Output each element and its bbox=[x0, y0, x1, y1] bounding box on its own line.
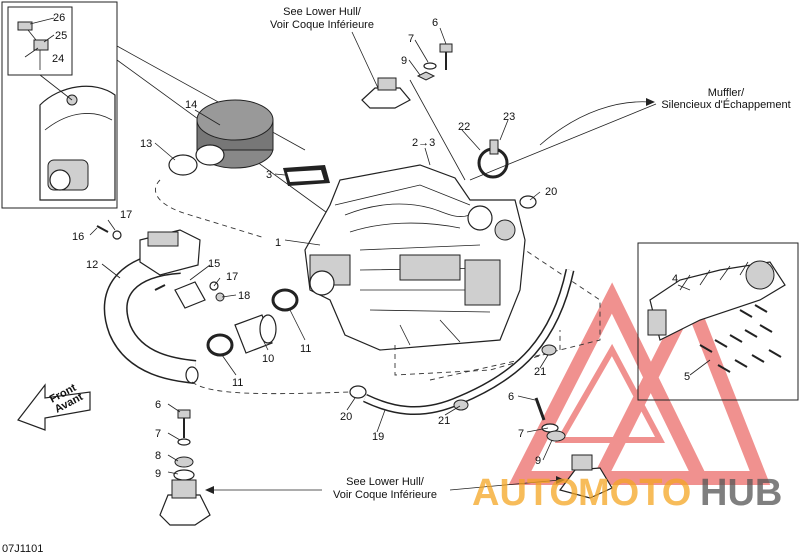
watermark-moto: MOTO bbox=[578, 472, 691, 514]
callout-26: 26 bbox=[53, 12, 65, 24]
callout-11-right: 11 bbox=[300, 343, 311, 355]
callout-5: 5 bbox=[684, 371, 690, 383]
watermark-auto: AUTO bbox=[472, 472, 579, 514]
callout-4: 4 bbox=[672, 273, 678, 285]
muffler-note-line1: Muffler/ bbox=[708, 87, 745, 99]
callout-14: 14 bbox=[185, 99, 197, 111]
callout-3: 3 bbox=[266, 169, 272, 181]
lower-hull-note-bottom-line2: Voir Coque Inférieure bbox=[333, 489, 437, 501]
callout-15: 15 bbox=[208, 258, 220, 270]
callout-21-left: 21 bbox=[438, 415, 450, 427]
callout-9-left: 9 bbox=[155, 468, 161, 480]
watermark-hub: HUB bbox=[700, 472, 782, 514]
callout-17-top: 17 bbox=[120, 209, 132, 221]
clamp bbox=[349, 385, 367, 399]
callout-6-top: 6 bbox=[432, 17, 438, 29]
callout-7-top: 7 bbox=[408, 33, 414, 45]
decal bbox=[283, 165, 330, 186]
callout-22: 22 bbox=[458, 121, 470, 133]
callout-leaders bbox=[24, 17, 711, 475]
callout-18: 18 bbox=[238, 290, 250, 302]
callout-1: 1 bbox=[275, 237, 281, 249]
dashed-guide bbox=[155, 179, 266, 239]
callout-25: 25 bbox=[55, 30, 67, 42]
intake-adapter bbox=[139, 229, 201, 276]
callout-21-right: 21 bbox=[534, 366, 546, 378]
callout-20-bottom: 20 bbox=[340, 411, 352, 423]
callout-6-left: 6 bbox=[155, 399, 161, 411]
callout-16: 16 bbox=[72, 231, 84, 243]
watermark-logo bbox=[508, 282, 771, 485]
callout-8: 8 bbox=[155, 450, 161, 462]
callout-labels: 1 2→3 3 4 5 6 6 6 7 7 7 8 9 9 9 10 11 11… bbox=[52, 12, 690, 480]
washer bbox=[416, 71, 436, 81]
callout-12: 12 bbox=[86, 259, 98, 271]
engine-block bbox=[304, 164, 526, 351]
bolt-set bbox=[699, 304, 782, 373]
bracket bbox=[174, 281, 206, 309]
leader-line bbox=[116, 45, 306, 151]
washer bbox=[112, 230, 122, 240]
engine-mount bbox=[361, 77, 411, 109]
clamp bbox=[519, 195, 537, 209]
exhaust-manifold bbox=[647, 260, 786, 341]
dashed-guide bbox=[429, 249, 601, 381]
lower-hull-note-top-line2: Voir Coque Inférieure bbox=[270, 19, 374, 31]
intake-sleeve bbox=[234, 314, 277, 354]
callout-9-right: 9 bbox=[535, 455, 541, 467]
air-filter bbox=[195, 99, 274, 169]
muffler-note-line2: Silencieux d'Échappement bbox=[661, 98, 790, 111]
callout-24: 24 bbox=[52, 53, 64, 65]
lower-hull-note-top-line1: See Lower Hull/ bbox=[283, 6, 362, 18]
dashed-guide bbox=[191, 381, 351, 395]
engine-mount bbox=[534, 397, 613, 499]
document-code: 07J1101 bbox=[2, 543, 43, 555]
bolt bbox=[439, 43, 453, 70]
callout-17-mid: 17 bbox=[226, 271, 238, 283]
manifold-box bbox=[637, 242, 799, 401]
intake-hose bbox=[103, 250, 197, 384]
callout-7-right: 7 bbox=[518, 428, 524, 440]
callout-2-3: 2→3 bbox=[412, 137, 435, 149]
lower-hull-note-bottom-line1: See Lower Hull/ bbox=[346, 476, 425, 488]
watermark-text: AUTO MOTO HUB bbox=[472, 472, 782, 514]
clamp bbox=[168, 154, 198, 176]
callout-23: 23 bbox=[503, 111, 515, 123]
washer bbox=[423, 62, 437, 70]
callout-10: 10 bbox=[262, 353, 274, 365]
hose-clamp bbox=[206, 333, 234, 357]
hose-clamp bbox=[271, 288, 299, 312]
engine-mount bbox=[159, 409, 211, 526]
callout-9-top: 9 bbox=[401, 55, 407, 67]
callout-11-left: 11 bbox=[232, 377, 243, 389]
inset-detail bbox=[1, 1, 118, 209]
front-direction-arrow bbox=[17, 383, 91, 431]
fitting bbox=[541, 344, 557, 356]
callout-13: 13 bbox=[140, 138, 152, 150]
callout-6-right: 6 bbox=[508, 391, 514, 403]
dashed-guide bbox=[394, 330, 561, 376]
callout-20-right: 20 bbox=[545, 186, 557, 198]
callout-7-left: 7 bbox=[155, 428, 161, 440]
callout-19: 19 bbox=[372, 431, 384, 443]
